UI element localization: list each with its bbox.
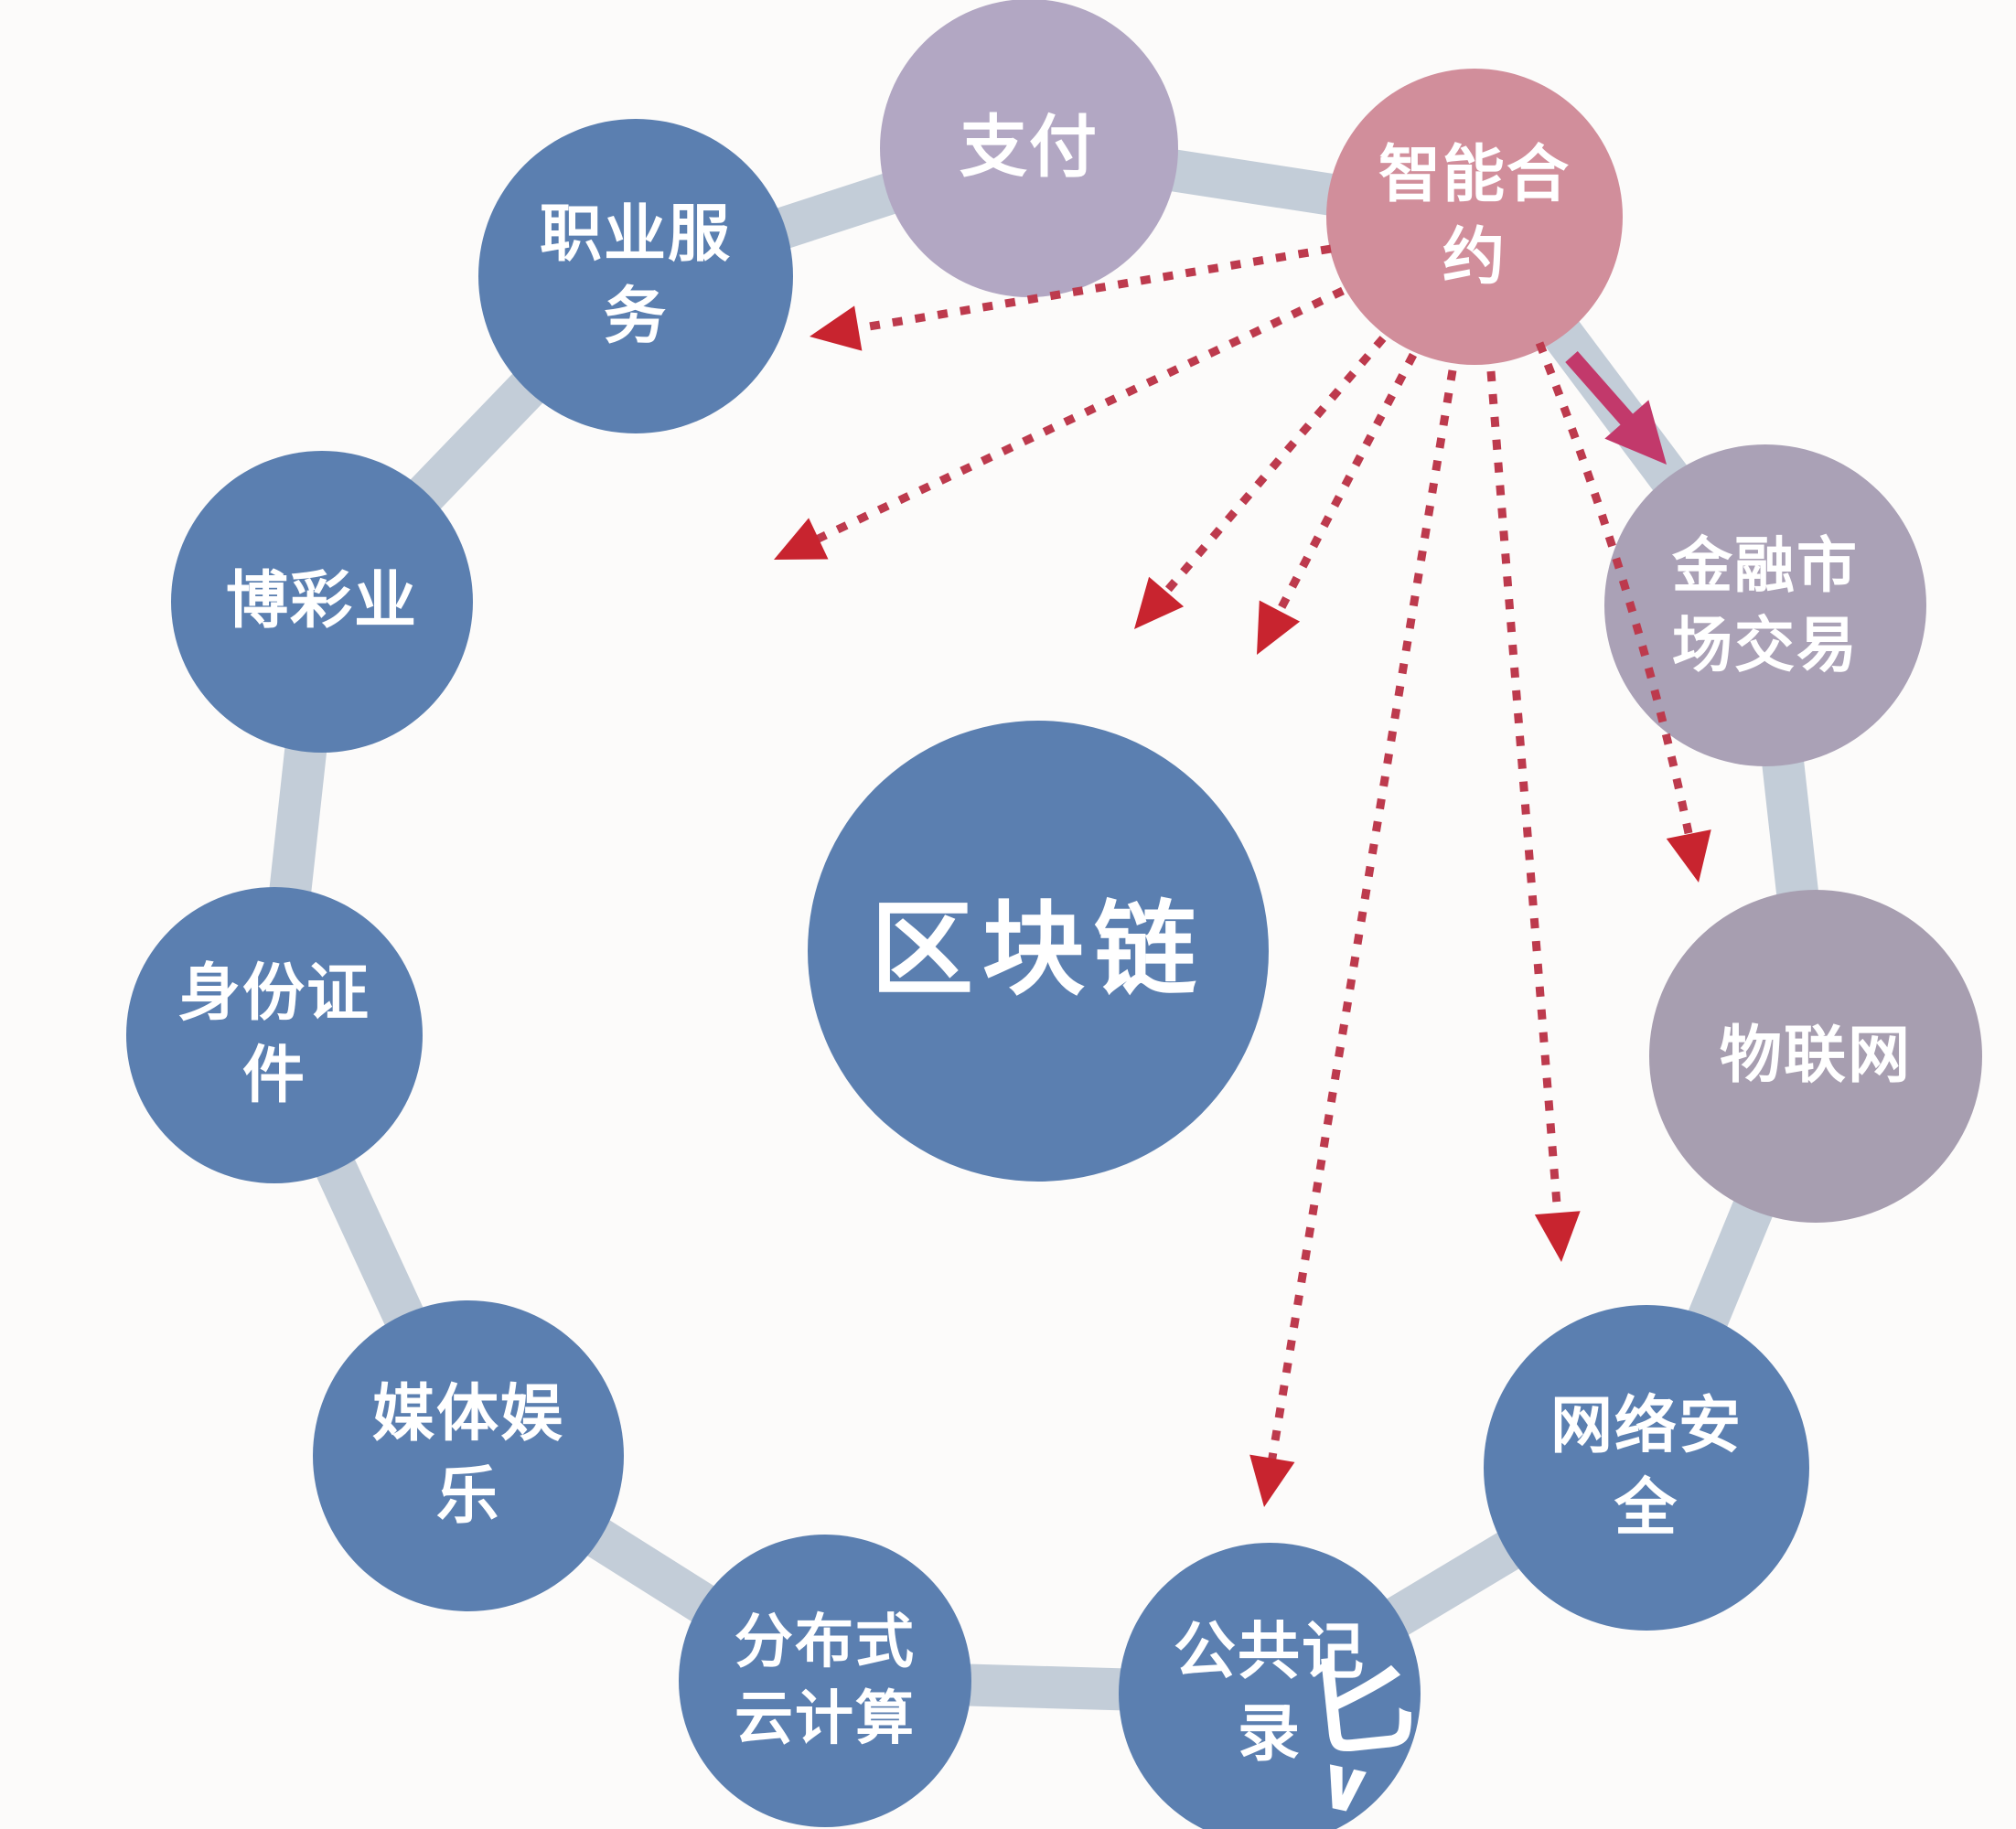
node-label-line: 网络安: [1550, 1390, 1743, 1463]
node-cybersecurity: 网络安全: [1484, 1305, 1809, 1631]
arrowhead-icon-to-financial-market: [1604, 400, 1667, 465]
node-label-line: 物联网: [1719, 1020, 1912, 1093]
node-label-line: 场交易: [1672, 610, 1859, 680]
node-label-line: 件: [241, 1040, 306, 1112]
arrowhead-icon-to-public-records: [1249, 1454, 1295, 1507]
node-identity-documents: 身份证件: [126, 887, 423, 1183]
node-label-line: 云计算: [735, 1685, 916, 1753]
node-blockchain: 区块链: [808, 721, 1269, 1182]
node-media-entertainment: 媒体娱乐: [313, 1300, 624, 1611]
node-label-line: 约: [1442, 221, 1507, 294]
arrowhead-icon-to-lower-left-outer: [774, 518, 829, 560]
arrow-shaft-to-center-top: [1271, 352, 1417, 622]
arrow-shaft-to-public-records: [1266, 369, 1457, 1470]
arrowhead-icon-to-lower-left-inner: [1134, 576, 1185, 629]
arrowhead-icon-to-iot: [1666, 829, 1711, 882]
node-label-line: 智能合: [1378, 139, 1571, 212]
node-label-line: 公共记: [1173, 1616, 1366, 1689]
arrowhead-icon-to-center-top: [1257, 600, 1301, 655]
node-label-line: 分布式: [735, 1608, 916, 1676]
node-smart-contract: 智能合约: [1326, 69, 1623, 365]
node-label-line: 身份证: [177, 957, 370, 1031]
node-label-line: 博彩业: [225, 565, 418, 638]
node-financial-market-trading: 金融市场交易: [1604, 444, 1926, 766]
node-label-line: 乐: [435, 1460, 500, 1533]
node-label-line: 媒体娱: [371, 1378, 564, 1451]
arrowhead-icon-to-professional-services: [810, 305, 863, 351]
node-label-line: 支付: [960, 108, 1099, 187]
node-label-line: 务: [603, 281, 668, 353]
node-label-line: 金融市: [1672, 529, 1859, 601]
arrow-shaft-to-lower-left-outer: [808, 286, 1345, 547]
node-label-line: 录: [1237, 1698, 1302, 1770]
node-gambling: 博彩业: [171, 451, 473, 753]
arrow-shaft-to-financial-market: [1565, 351, 1641, 434]
node-payment: 支付: [880, 0, 1178, 297]
arrow-shaft-to-cybersecurity: [1486, 370, 1563, 1224]
arrowhead-icon-to-cybersecurity: [1534, 1211, 1581, 1262]
node-label-line: 职业服: [539, 198, 732, 272]
node-label-line: 区块链: [871, 891, 1206, 1011]
node-label-line: 全: [1614, 1472, 1678, 1545]
node-iot: 物联网: [1649, 890, 1982, 1223]
node-public-records: 公共记录: [1119, 1543, 1421, 1829]
node-distributed-cloud-computing: 分布式云计算: [679, 1535, 971, 1827]
node-professional-services: 职业服务: [478, 119, 793, 433]
arrow-shaft-to-iot: [1535, 341, 1695, 845]
